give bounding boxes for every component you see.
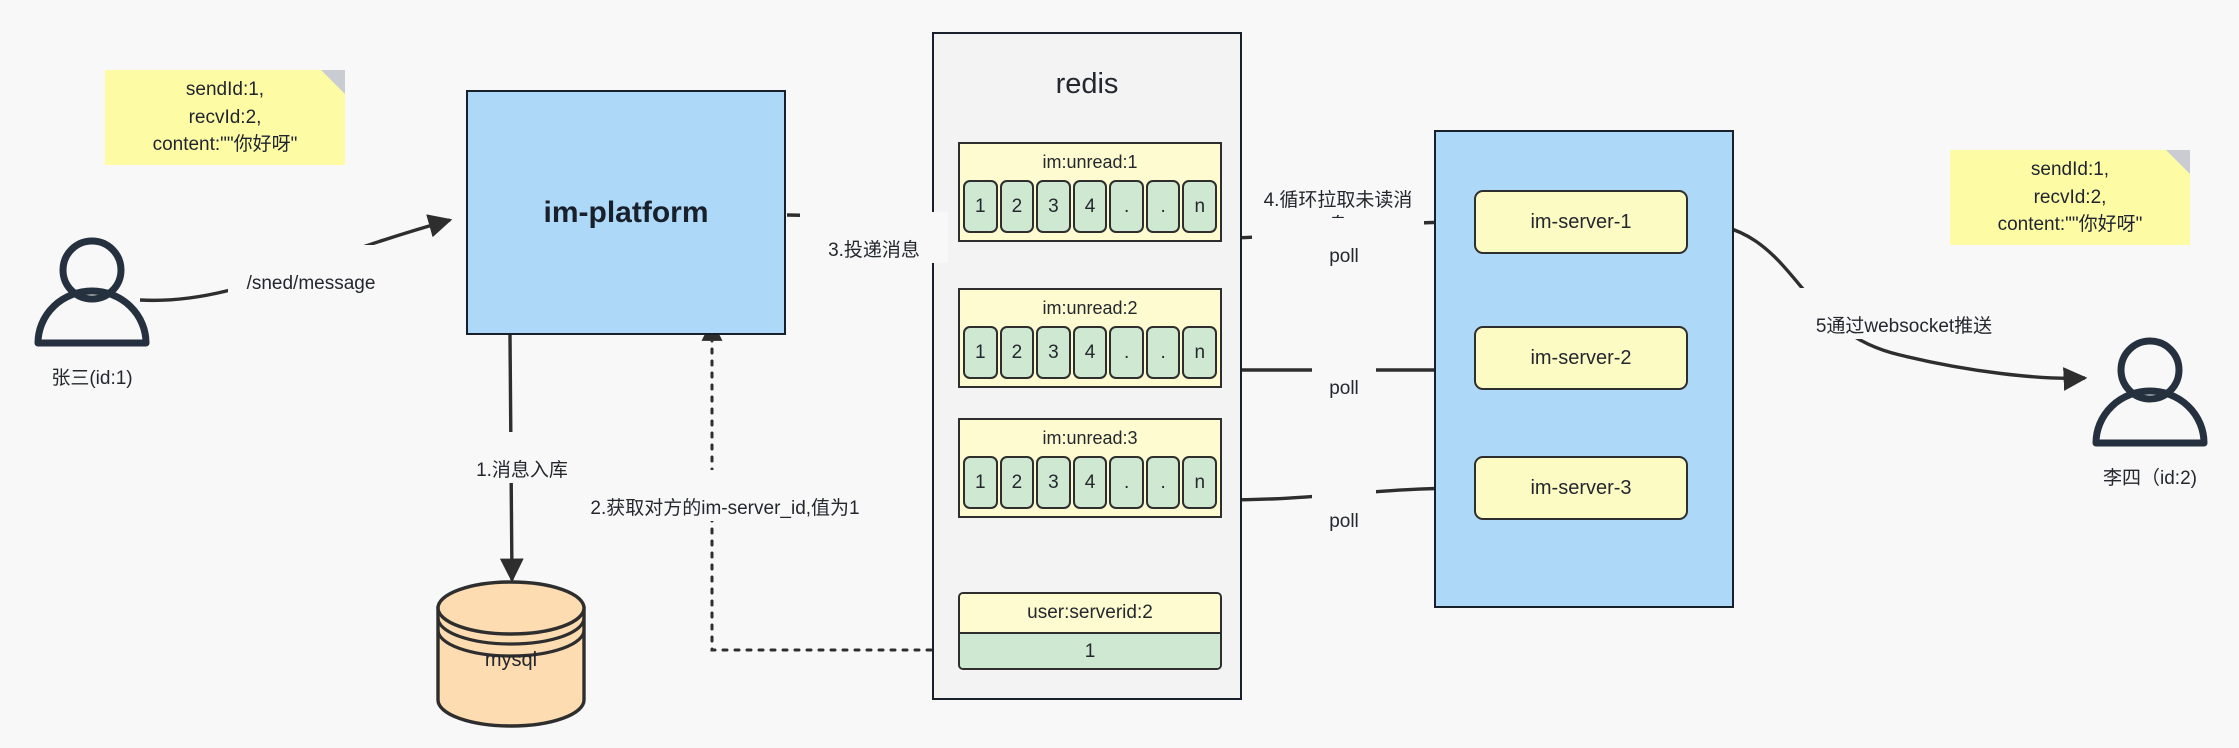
edge-server1-to-receiver [1687, 220, 2088, 391]
list-cell[interactable]: n [1182, 326, 1218, 379]
redis-list-key: im:unread:3 [960, 420, 1220, 456]
edge-label-poll-2: poll [1312, 350, 1376, 402]
list-cell[interactable]: . [1145, 456, 1181, 509]
redis-list-key: im:unread:2 [960, 290, 1220, 326]
list-cell[interactable]: 1 [963, 326, 998, 379]
edge-label-step5: 5通过websocket推送 [1782, 288, 2026, 340]
im-server-2-box[interactable]: im-server-2 [1474, 326, 1688, 390]
im-server-1-label: im-server-1 [1530, 210, 1632, 233]
edge-label-poll-3: poll [1312, 483, 1376, 535]
im-server-3-label: im-server-3 [1530, 476, 1632, 499]
list-cell[interactable]: 2 [999, 456, 1035, 509]
im-server-1-box[interactable]: im-server-1 [1474, 190, 1688, 254]
note-fold-corner-icon [2166, 150, 2190, 174]
mysql-label-wrap: mysql [438, 645, 584, 675]
im-server-2-label: im-server-2 [1530, 346, 1632, 369]
redis-list-cells: 1 2 3 4 . . n [960, 326, 1220, 382]
list-cell[interactable]: 2 [999, 180, 1035, 233]
redis-title: redis [1055, 68, 1119, 100]
list-cell[interactable]: 4 [1072, 180, 1108, 233]
list-cell[interactable]: . [1145, 180, 1181, 233]
list-cell[interactable]: 1 [963, 180, 998, 233]
sender-actor-label: 张三(id:1) [51, 368, 133, 389]
redis-list-im-unread-1[interactable]: im:unread:1 1 2 3 4 . . n [958, 142, 1222, 242]
list-cell[interactable]: 3 [1036, 326, 1071, 379]
edge-label-step2: 2.获取对方的im-server_id,值为1 [578, 470, 872, 522]
redis-kv-value: 1 [960, 634, 1220, 668]
list-cell[interactable]: n [1182, 180, 1218, 233]
edge-label-step1: 1.消息入库 [455, 432, 589, 484]
redis-list-key: im:unread:1 [960, 144, 1220, 180]
redis-list-im-unread-3[interactable]: im:unread:3 1 2 3 4 . . n [958, 418, 1222, 518]
im-platform-box[interactable]: im-platform [466, 90, 786, 335]
redis-list-cells: 1 2 3 4 . . n [960, 180, 1220, 236]
list-cell[interactable]: . [1109, 456, 1144, 509]
note-receiver-text: sendId:1, recvId:2, content:""你好呀" [1997, 159, 2143, 236]
edge-label-step3: 3.投递消息 [800, 212, 948, 264]
receiver-actor-label: 李四（id:2) [2103, 468, 2197, 489]
im-platform-label: im-platform [543, 195, 709, 229]
note-fold-corner-icon [321, 70, 345, 94]
list-cell[interactable]: 3 [1036, 180, 1071, 233]
edge-label-poll-1: poll [1312, 218, 1376, 270]
receiver-actor-icon [2092, 337, 2208, 447]
sender-actor-icon [34, 237, 150, 347]
redis-kv-key: user:serverid:2 [960, 594, 1220, 634]
list-cell[interactable]: 2 [999, 326, 1035, 379]
list-cell[interactable]: 4 [1072, 326, 1108, 379]
edge-label-send-message: /sned/message [228, 245, 394, 297]
note-sender-text: sendId:1, recvId:2, content:""你好呀" [152, 79, 298, 156]
redis-list-im-unread-2[interactable]: im:unread:2 1 2 3 4 . . n [958, 288, 1222, 388]
list-cell[interactable]: . [1145, 326, 1181, 379]
note-receiver-payload: sendId:1, recvId:2, content:""你好呀" [1950, 150, 2190, 245]
list-cell[interactable]: . [1109, 180, 1144, 233]
mysql-database-icon [436, 580, 586, 728]
list-cell[interactable]: 1 [963, 456, 998, 509]
list-cell[interactable]: . [1109, 326, 1144, 379]
list-cell[interactable]: 3 [1036, 456, 1071, 509]
mysql-label: mysql [484, 648, 538, 671]
redis-list-cells: 1 2 3 4 . . n [960, 456, 1220, 512]
list-cell[interactable]: 4 [1072, 456, 1108, 509]
redis-kv-user-serverid[interactable]: user:serverid:2 1 [958, 592, 1222, 670]
list-cell[interactable]: n [1182, 456, 1218, 509]
edge-redis-to-platform-dotted [701, 319, 957, 652]
im-server-3-box[interactable]: im-server-3 [1474, 456, 1688, 520]
note-sender-payload: sendId:1, recvId:2, content:""你好呀" [105, 70, 345, 165]
